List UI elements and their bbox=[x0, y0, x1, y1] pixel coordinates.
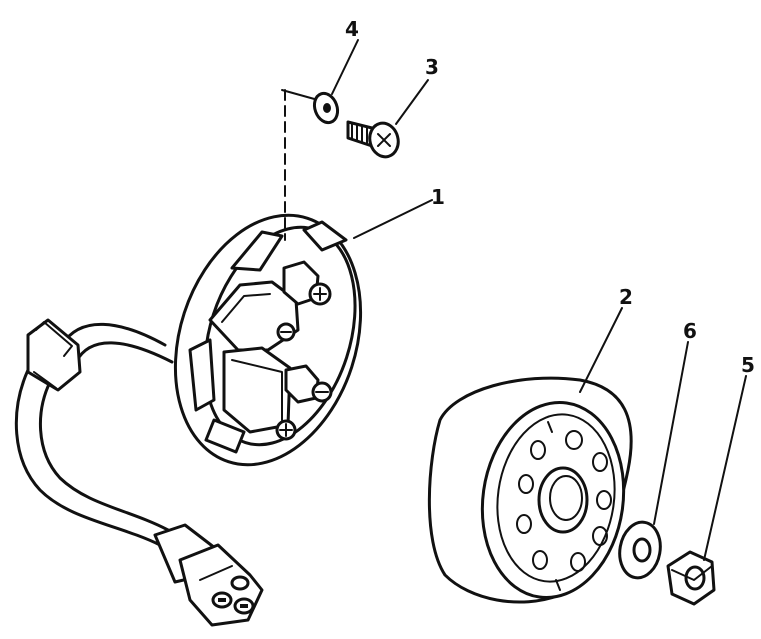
stator-assembly bbox=[173, 213, 363, 467]
grommet bbox=[26, 318, 82, 392]
callout-label-4: 4 bbox=[345, 17, 359, 41]
rotor-flywheel-part-2 bbox=[427, 376, 633, 604]
wire-harness bbox=[14, 318, 264, 627]
nut-part-5 bbox=[666, 550, 716, 606]
callout-label-6: 6 bbox=[683, 319, 697, 343]
callout-leaders bbox=[331, 39, 747, 561]
callout-label-5: 5 bbox=[741, 353, 755, 377]
assembly-guide-lines bbox=[281, 89, 319, 241]
washer-part-4 bbox=[312, 91, 340, 125]
harness-connector bbox=[153, 523, 264, 627]
callout-label-3: 3 bbox=[425, 55, 439, 79]
washer-part-6 bbox=[618, 520, 662, 580]
callout-label-2: 2 bbox=[619, 285, 633, 309]
callout-label-1: 1 bbox=[431, 185, 445, 209]
screw-part-3 bbox=[346, 120, 400, 159]
